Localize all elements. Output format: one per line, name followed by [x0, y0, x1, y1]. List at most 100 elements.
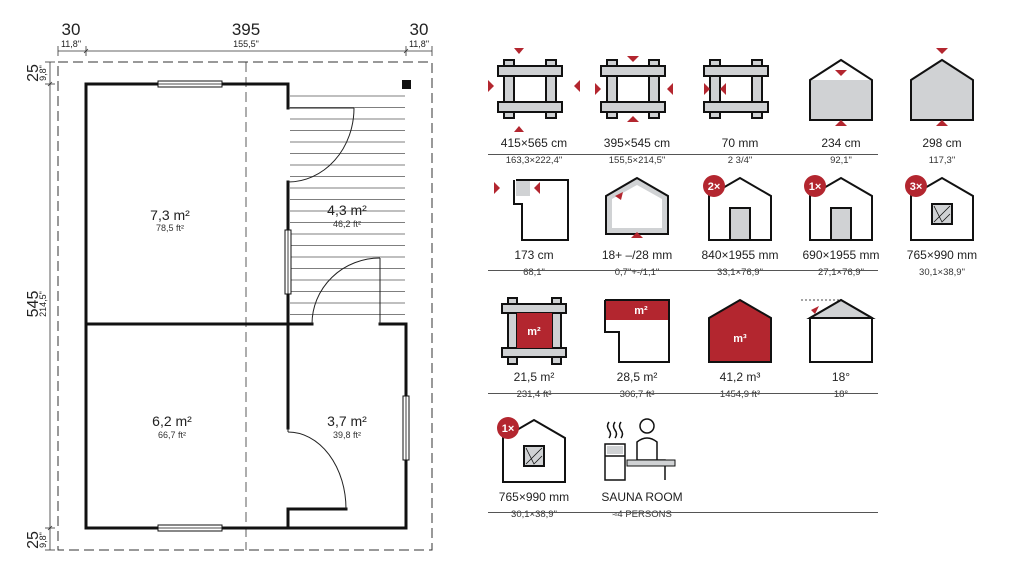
spec-inner-dimensions: 395×545 cm 155,5×214,5"	[587, 48, 687, 167]
dim-left-mid-cm: 545	[25, 291, 42, 318]
dim-top-mid-cm: 395	[232, 20, 260, 39]
door-count-badge: 1×	[809, 181, 822, 193]
total-area-icon: m²	[604, 299, 670, 363]
row-divider-4	[488, 512, 878, 513]
spec-door-double: 2× 840×1955 mm 33,1×76,9"	[690, 174, 790, 279]
room-2-area: 4,3 m²	[327, 202, 367, 218]
spec-value-imperial: 231,4 ft²	[516, 389, 552, 400]
room-3-area: 6,2 m²	[152, 413, 192, 429]
dim-left-top-cm: 25	[25, 64, 42, 82]
spec-value-imperial: ≈4 PERSONS	[612, 509, 672, 520]
window-count-badge: 1×	[502, 423, 515, 435]
spec-value: 18°	[831, 370, 851, 384]
spec-value-imperial: 2 3/4"	[727, 155, 753, 166]
window-icon: 3×	[905, 175, 974, 241]
room-4-area-ft: 39,8 ft²	[333, 430, 361, 440]
spec-value-imperial: 18°	[833, 389, 849, 400]
floor-area-icon: m²	[501, 297, 567, 365]
spec-value-imperial: 30,1×38,9"	[511, 509, 557, 520]
volume-label: m³	[733, 333, 747, 345]
dim-top-left-in: 11,8"	[61, 39, 81, 49]
terrace-decking	[290, 95, 405, 315]
spec-value: 173 cm	[514, 248, 554, 262]
dim-left-top-in: 9,8"	[38, 65, 48, 81]
area-label: m²	[634, 305, 648, 317]
roof-outline	[57, 61, 433, 551]
spec-value-imperial: 27,1×76,9"	[818, 267, 864, 278]
roof-pitch-icon	[801, 298, 876, 363]
spec-value: SAUNA ROOM	[601, 490, 683, 504]
spec-total-area: m² 28,5 m² 306,7 ft²	[587, 296, 687, 401]
spec-sauna-room: SAUNA ROOM ≈4 PERSONS	[592, 416, 692, 521]
spec-value: 18+ –/28 mm	[601, 248, 673, 262]
spec-value-imperial: 92,1"	[830, 155, 852, 166]
dim-left-mid-in: 214,5"	[38, 291, 48, 317]
spec-value-imperial: 1454,9 ft³	[719, 389, 761, 400]
dim-top-right-in: 11,8"	[409, 39, 429, 49]
spec-window-triple: 3× 765×990 mm 30,1×38,9"	[892, 174, 992, 279]
window-icon: 1×	[497, 417, 566, 483]
room-4-area: 3,7 m²	[327, 413, 367, 429]
door-icon: 2×	[703, 175, 772, 241]
spec-value: 690×1955 mm	[802, 248, 880, 262]
spec-value: 21,5 m²	[513, 370, 555, 384]
spec-value-imperial: 117,3"	[928, 155, 956, 166]
spec-value: 395×545 cm	[603, 136, 671, 150]
spec-value: 298 cm	[922, 136, 962, 150]
spec-value-imperial: 306,7 ft²	[619, 389, 655, 400]
dim-top-left-cm: 30	[62, 20, 81, 39]
room-2-area-ft: 46,2 ft²	[333, 219, 361, 229]
dim-top-mid-in: 155,5"	[233, 39, 259, 49]
spec-value: 840×1955 mm	[701, 248, 779, 262]
spec-value: 765×990 mm	[906, 248, 978, 262]
spec-wall-thickness: 70 mm 2 3/4"	[690, 48, 790, 167]
volume-icon: m³	[708, 298, 772, 363]
spec-outer-dimensions: 415×565 cm 163,3×222,4"	[484, 48, 584, 167]
room-3-area-ft: 66,7 ft²	[158, 430, 186, 440]
spec-value: 28,5 m²	[616, 370, 658, 384]
dim-line-left	[45, 61, 55, 551]
wall-thickness-icon	[703, 59, 769, 119]
floor-plan: 30 11,8" 395 155,5" 30 11,8" 25 9,8" 545…	[25, 20, 433, 551]
spec-wall-height: 234 cm 92,1"	[791, 48, 891, 167]
dim-left-bot-in: 9,8"	[38, 532, 48, 548]
roof-overhang-icon	[494, 179, 569, 241]
spec-volume: m³ 41,2 m³ 1454,9 ft³	[690, 296, 790, 401]
row-divider-3	[488, 393, 878, 394]
door-count-badge: 2×	[708, 181, 721, 193]
window-top	[157, 80, 223, 88]
spec-value-imperial: 163,3×222,4"	[505, 155, 563, 166]
window-right	[402, 395, 410, 461]
dim-line-top	[57, 46, 433, 56]
spec-value: 41,2 m³	[719, 370, 761, 384]
dim-left-bot-cm: 25	[25, 531, 42, 549]
spec-ridge-height: 298 cm 117,3"	[892, 48, 992, 167]
spec-value-imperial: 0,7"+-/1,1"	[614, 267, 660, 278]
wall-height-icon	[809, 58, 873, 126]
door-swing-top	[287, 107, 355, 183]
spec-value: 234 cm	[821, 136, 861, 150]
spec-door-single: 1× 690×1955 mm 27,1×76,9"	[791, 174, 891, 279]
area-label: m²	[527, 326, 541, 338]
door-swing-bottom	[287, 428, 347, 510]
inner-dimensions-icon	[595, 56, 673, 122]
spec-value-imperial: 30,1×38,9"	[919, 267, 965, 278]
row-divider-2	[488, 270, 878, 271]
spec-floor-area: m² 21,5 m² 231,4 ft²	[484, 296, 584, 401]
corner-post	[402, 80, 411, 89]
row-divider-1	[488, 154, 878, 155]
door-glazing-left	[284, 229, 292, 295]
spec-value-imperial: 155,5×214,5"	[608, 155, 666, 166]
roof-floor-thickness-icon	[605, 176, 669, 238]
window-bottom	[157, 524, 223, 532]
spec-value-imperial: 33,1×76,9"	[717, 267, 763, 278]
outer-dimensions-icon	[488, 48, 580, 132]
door-swing-middle	[311, 257, 381, 325]
walls	[84, 82, 408, 530]
room-1-area-ft: 78,5 ft²	[156, 223, 184, 233]
spec-roof-pitch: 18° 18°	[791, 296, 891, 401]
door-icon: 1×	[804, 175, 873, 241]
spec-value: 765×990 mm	[498, 490, 570, 504]
dim-top-right-cm: 30	[410, 20, 429, 39]
room-1-area: 7,3 m²	[150, 207, 190, 223]
